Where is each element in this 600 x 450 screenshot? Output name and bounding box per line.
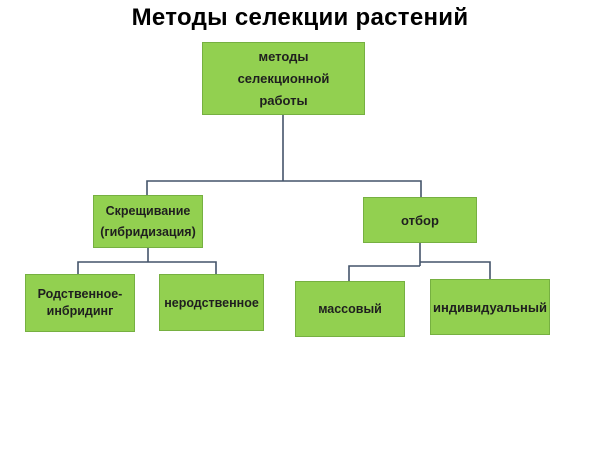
page-title: Методы селекции растений (131, 4, 469, 31)
node-root-methods: методы селекционной работы (202, 42, 365, 115)
node-unrelated: неродственное (159, 274, 264, 331)
node-individual-selection: индивидуальный (430, 279, 550, 335)
connector-selection-branch-left (348, 265, 420, 281)
node-selection: отбор (363, 197, 477, 243)
node-related-inbreeding: Родственное- инбридинг (25, 274, 135, 332)
node-crossing-hybridization: Скрещивание (гибридизация) (93, 195, 203, 248)
node-mass-selection: массовый (295, 281, 405, 337)
connector-crossing-branches (77, 261, 217, 274)
connector-selection-branch-right (420, 261, 491, 279)
